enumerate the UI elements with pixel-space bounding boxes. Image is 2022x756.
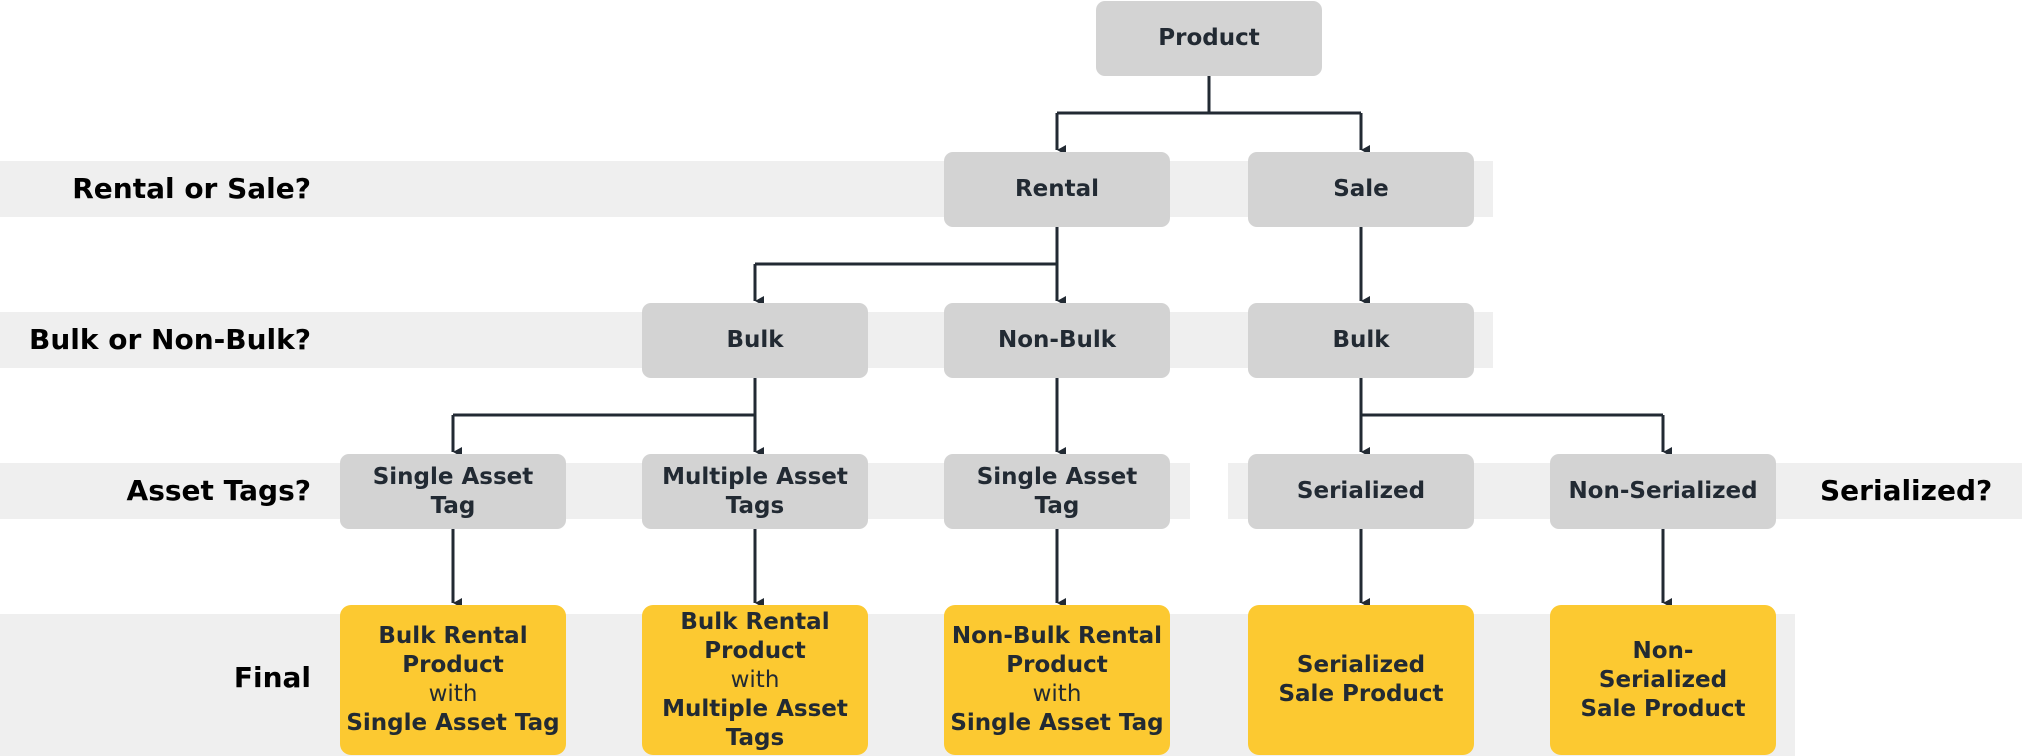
row-label-bulk-or-non-bulk: Bulk or Non-Bulk?: [29, 323, 311, 356]
final-line-tag: Multiple Asset Tags: [662, 695, 848, 751]
final-line-product: Bulk Rental Product: [680, 608, 830, 664]
final-line-tag: Single Asset Tag: [346, 710, 560, 736]
final-line-with: with: [428, 681, 478, 707]
node-sale-bulk: Bulk: [1248, 303, 1474, 378]
final-bulk-rental-multiple-asset-tags: Bulk Rental Product with Multiple Asset …: [642, 605, 868, 755]
connector-sale-bulk-split: [1359, 378, 1663, 417]
row-label-serialized: Serialized?: [1820, 474, 1993, 507]
row-label-rental-or-sale: Rental or Sale?: [72, 172, 311, 205]
band-final: [0, 614, 1795, 756]
final-line-product: Bulk Rental Product: [378, 623, 528, 678]
band-rental-or-sale: [0, 161, 1493, 217]
final-line-product: Non-Serialized Sale Product: [1580, 637, 1746, 722]
final-non-bulk-rental-single-asset-tag: Non-Bulk Rental Product with Single Asse…: [944, 605, 1170, 755]
final-line-product: Non-Bulk Rental Product: [951, 623, 1163, 678]
node-multiple-asset-tags: Multiple Asset Tags: [642, 454, 868, 529]
connector-bulk-split: [453, 378, 757, 417]
row-label-asset-tags: Asset Tags?: [126, 474, 311, 507]
final-serialized-sale-product: Serialized Sale Product: [1248, 605, 1474, 755]
node-single-asset-tag-1: Single Asset Tag: [340, 454, 566, 529]
node-rental-bulk: Bulk: [642, 303, 868, 378]
node-sale: Sale: [1248, 152, 1474, 227]
node-single-asset-tag-2: Single Asset Tag: [944, 454, 1170, 529]
node-serialized: Serialized: [1248, 454, 1474, 529]
final-line-with: with: [730, 666, 780, 693]
final-bulk-rental-single-asset-tag: Bulk Rental Product with Single Asset Ta…: [340, 605, 566, 755]
row-label-final: Final: [233, 661, 311, 694]
connector-rental-split: [755, 227, 1059, 266]
node-non-serialized: Non-Serialized: [1550, 454, 1776, 529]
final-line-with: with: [1032, 681, 1082, 707]
node-rental-non-bulk: Non-Bulk: [944, 303, 1170, 378]
connector-product-split: [1057, 76, 1361, 115]
final-line-product: Serialized Sale Product: [1278, 652, 1444, 707]
node-product: Product: [1096, 1, 1322, 76]
final-line-tag: Single Asset Tag: [950, 710, 1164, 736]
final-non-serialized-sale-product: Non-Serialized Sale Product: [1550, 605, 1776, 755]
node-rental: Rental: [944, 152, 1170, 227]
